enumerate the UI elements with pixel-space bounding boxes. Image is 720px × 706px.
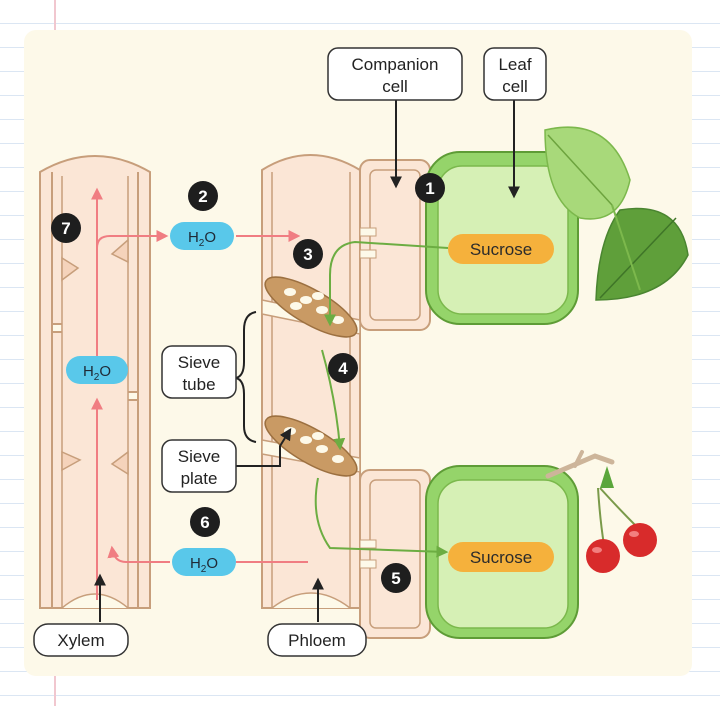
svg-text:4: 4 [338, 359, 348, 378]
step-badge-3: 3 [293, 239, 323, 269]
h2o-pill-top: H2O [170, 222, 234, 250]
leaf-icon [544, 126, 689, 301]
svg-text:H2O: H2O [188, 229, 216, 249]
h2o-pill-bottom: H2O [172, 548, 236, 576]
svg-text:Leaf: Leaf [498, 55, 531, 74]
label-sieve-tube: Sieve tube [161, 345, 237, 399]
svg-text:3: 3 [303, 245, 312, 264]
svg-text:1: 1 [425, 179, 434, 198]
svg-text:H2O: H2O [190, 555, 218, 575]
svg-text:6: 6 [200, 513, 209, 532]
step-badge-1: 1 [415, 173, 445, 203]
step-badge-6: 6 [190, 507, 220, 537]
h2o-pill-xylem: H2O [66, 356, 128, 384]
svg-text:Sucrose: Sucrose [470, 240, 532, 259]
svg-text:plate: plate [181, 469, 218, 488]
svg-text:Sieve: Sieve [178, 353, 221, 372]
svg-text:tube: tube [182, 375, 215, 394]
svg-text:cell: cell [382, 77, 408, 96]
label-leaf-cell: Leaf cell [483, 47, 547, 101]
svg-text:Sieve: Sieve [178, 447, 221, 466]
step-badge-4: 4 [328, 353, 358, 383]
svg-text:5: 5 [391, 569, 400, 588]
svg-text:cell: cell [502, 77, 528, 96]
step-badge-5: 5 [381, 563, 411, 593]
label-companion-cell: Companion cell [327, 47, 463, 101]
sucrose-pill-bottom: Sucrose [448, 542, 554, 572]
cherry-icon [545, 450, 657, 573]
label-phloem: Phloem [267, 623, 367, 657]
step-badge-7: 7 [51, 213, 81, 243]
sucrose-arrows [314, 240, 449, 558]
water-arrows [91, 187, 308, 600]
svg-text:Xylem: Xylem [57, 631, 104, 650]
svg-text:Sucrose: Sucrose [470, 548, 532, 567]
svg-text:7: 7 [61, 219, 70, 238]
step-badge-2: 2 [188, 181, 218, 211]
svg-text:2: 2 [198, 187, 207, 206]
svg-text:Companion: Companion [352, 55, 439, 74]
label-xylem: Xylem [33, 623, 129, 657]
sucrose-pill-top: Sucrose [448, 234, 554, 264]
companion-cell-lower [359, 469, 431, 639]
svg-text:Phloem: Phloem [288, 631, 346, 650]
svg-text:H2O: H2O [83, 363, 111, 383]
label-sieve-plate: Sieve plate [161, 439, 237, 493]
